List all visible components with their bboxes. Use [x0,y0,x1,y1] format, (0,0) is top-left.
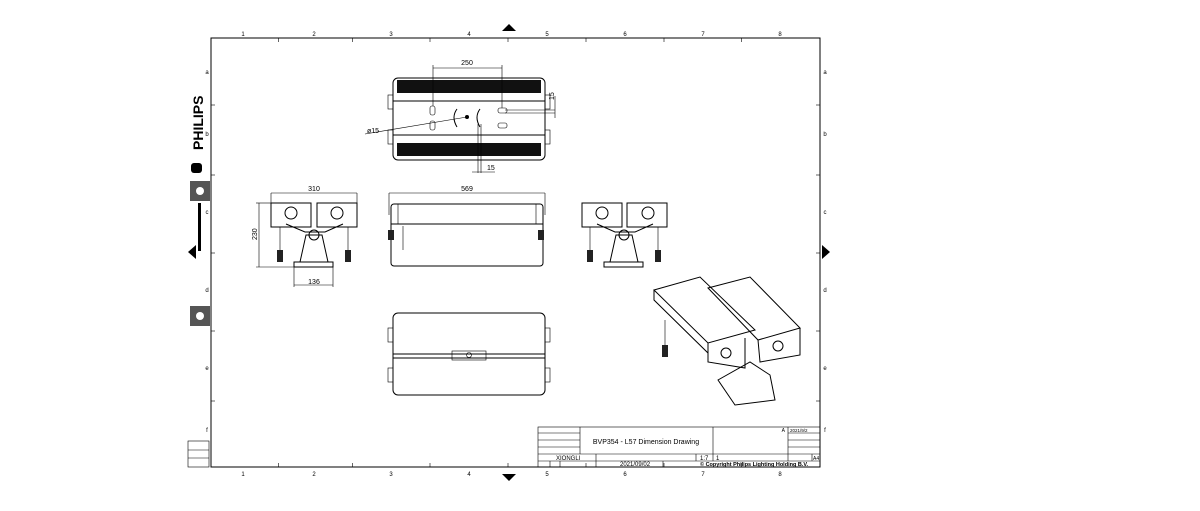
grid-column-labels-top: 1 2 3 4 5 6 7 8 [241,32,782,42]
scale-bar [198,203,201,251]
grid-column-label: 6 [623,32,627,38]
size-code: A [782,428,786,434]
center-mark-bottom [502,474,516,481]
side-view-right [581,202,668,268]
dim-top-offset: 15 [487,165,495,172]
side-view-left: 310 230 136 [252,186,358,287]
grid-column-label: 5 [545,472,549,478]
grid-row-label: a [823,70,827,76]
scale: 1:7 [700,456,709,462]
grid-row-label: f [206,428,208,434]
grid-column-label: 2 [312,472,316,478]
philips-logo: PHILIPS [190,96,206,150]
drawn-by: XIONGLI [556,456,581,462]
grid-row-label: a [205,70,209,76]
grid-column-label: 4 [467,472,471,478]
grid-column-label: 5 [545,32,549,38]
dim-base-width: 136 [308,279,320,286]
dim-front-length: 569 [461,186,473,193]
grid-row-labels-left: a b c d e f [205,70,215,434]
center-mark-top [502,24,516,31]
dim-side-width: 310 [308,186,320,193]
dim-side-height: 230 [252,228,259,240]
grid-row-label: d [823,288,826,294]
dim-top-hole: ø15 [367,128,379,135]
grid-row-label: d [205,288,208,294]
copyright: © Copyright Philips Lighting Holding B.V… [700,461,809,468]
front-view: 569 [388,186,546,267]
bottom-view [387,312,551,396]
grid-row-label: e [823,366,827,372]
grid-column-label: 7 [701,472,705,478]
grid-column-label: 3 [389,472,393,478]
grid-row-label: c [824,210,827,216]
grid-row-label: b [205,132,209,138]
grid-column-label: 1 [241,32,245,38]
drawing-frame [210,37,821,468]
grid-column-label: 3 [389,32,393,38]
grid-row-label: f [824,428,826,434]
grid-column-label: 6 [623,472,627,478]
grid-row-label: c [206,210,209,216]
center-mark-right [822,245,830,259]
grid-column-label: 8 [778,32,782,38]
isometric-view [653,276,801,406]
grid-column-label: 4 [467,32,471,38]
grid-row-label: e [205,366,209,372]
top-view: 250 15 ø15 15 [364,60,556,173]
drawing-title: BVP354 - L57 Dimension Drawing [593,439,699,446]
center-mark-left [188,245,196,259]
revision-box [187,440,210,468]
grid-column-label: 1 [241,472,245,478]
title-block: BVP354 - L57 Dimension Drawing XIONGLI 1… [537,426,821,468]
dim-top-width: 250 [461,60,473,67]
grid-column-label: 7 [701,32,705,38]
grid-column-label: 2 [312,32,316,38]
revision-date: 2021/9/2 [790,428,808,433]
grid-row-label: b [823,132,827,138]
grid-column-labels-bottom: 1 2 3 4 5 6 7 8 [241,463,782,478]
grid-column-label: 8 [778,472,782,478]
drawing-date: 2021/09/02 [620,462,651,468]
sheet-number: 1 [716,456,720,462]
grid-row-labels-right: a b c d e f [816,70,827,434]
dim-top-slot: 15 [549,92,556,100]
shield-logo [191,163,202,173]
paper-format: A4 [813,456,819,462]
